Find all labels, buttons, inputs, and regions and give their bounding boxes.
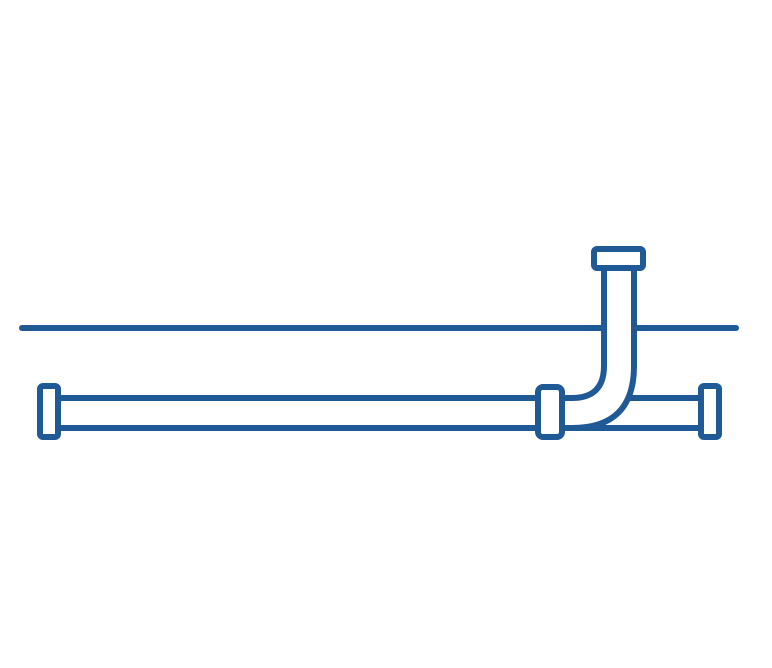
riser-elbow	[559, 263, 637, 431]
right-end-cap	[698, 383, 722, 440]
riser-top-cap	[591, 246, 646, 271]
main-pipe	[52, 395, 548, 431]
pipe-coupling	[535, 384, 565, 440]
left-end-cap	[37, 383, 61, 440]
